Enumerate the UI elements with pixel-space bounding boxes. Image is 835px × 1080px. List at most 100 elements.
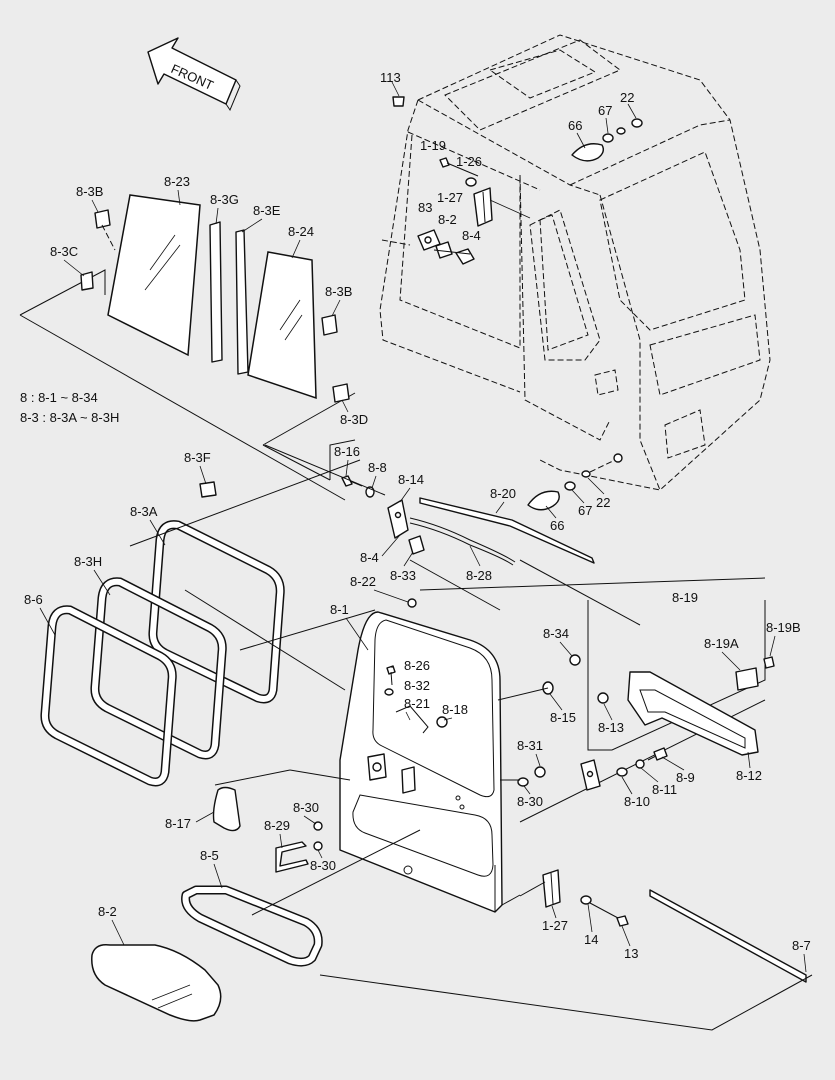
callout-8-20: 8-20 xyxy=(490,486,516,501)
part-8-19-plate xyxy=(580,759,601,791)
part-8-17-cover xyxy=(212,786,241,832)
part-14-washer xyxy=(580,895,592,905)
part-8-33-link xyxy=(408,535,425,555)
part-8-3H-frame xyxy=(90,577,227,760)
callout-8-2: 8-2 xyxy=(98,904,117,919)
callout-8-29: 8-29 xyxy=(264,818,290,833)
part-8-3D-pad xyxy=(332,383,350,403)
callout-8-7: 8-7 xyxy=(792,938,811,953)
callout-8-18: 8-18 xyxy=(442,702,468,717)
part-8-19B-screw xyxy=(763,656,775,669)
part-66-mirror-lower xyxy=(527,453,623,511)
callout-8-6: 8-6 xyxy=(24,592,43,607)
part-84-bumper xyxy=(433,248,475,265)
callout-8-22: 8-22 xyxy=(350,574,376,589)
callout-8-33: 8-33 xyxy=(390,568,416,583)
callout-84: 8-4 xyxy=(462,228,481,243)
part-8-13-bumper xyxy=(597,692,609,704)
callout-8-3D: 8-3D xyxy=(340,412,368,427)
part-8-3F-block xyxy=(199,481,217,498)
part-1-27-hinge-upper xyxy=(473,187,531,227)
part-66-mirror-upper xyxy=(571,103,643,162)
callout-8-16: 8-16 xyxy=(334,444,360,459)
callout-82: 8-2 xyxy=(438,212,457,227)
callout-8-3B-lower: 8-3B xyxy=(325,284,352,299)
callout-8-11: 8-11 xyxy=(652,782,677,797)
callout-8-15: 8-15 xyxy=(550,710,576,725)
part-8-6-frame xyxy=(40,605,177,787)
part-1-26-washer xyxy=(465,177,477,187)
part-8-30-washer-a xyxy=(517,777,529,787)
part-82-striker xyxy=(435,241,453,259)
part-8-11-washer xyxy=(635,759,645,769)
callout-8-3A: 8-3A xyxy=(130,504,158,519)
front-arrow: FRONT xyxy=(147,37,241,112)
callout-22-upper: 22 xyxy=(620,90,634,105)
part-8-14-latch xyxy=(387,499,409,539)
callout-1-19: 1-19 xyxy=(420,138,446,153)
handle-assembly xyxy=(419,577,775,823)
callout-8-5: 8-5 xyxy=(200,848,219,863)
callout-1-27-upper: 1-27 xyxy=(437,190,463,205)
part-8-3B-clip-lower xyxy=(321,314,338,336)
callout-8-3B-upper: 8-3B xyxy=(76,184,103,199)
callout-8-3G: 8-3G xyxy=(210,192,239,207)
part-1-27-hinge-lower xyxy=(542,869,561,908)
callout-1-27-lower: 1-27 xyxy=(542,918,568,933)
part-8-3G-seal xyxy=(209,221,223,363)
leader-lines xyxy=(39,189,807,973)
part-8-3B-clip-upper xyxy=(94,209,116,251)
callout-8-10: 8-10 xyxy=(624,794,650,809)
callout-8-19: 8-19 xyxy=(672,590,698,605)
callout-8-21: 8-21 xyxy=(404,696,430,711)
callout-8-23: 8-23 xyxy=(164,174,190,189)
callout-8-3C: 8-3C xyxy=(50,244,78,259)
callout-8-9: 8-9 xyxy=(676,770,695,785)
callout-8-26: 8-26 xyxy=(404,658,430,673)
legend-note-1: 8 : 8-1 ~ 8-34 xyxy=(20,390,98,405)
callout-8-30-upper-left: 8-30 xyxy=(293,800,319,815)
part-13-bolt xyxy=(589,902,629,927)
callout-66-lower: 66 xyxy=(550,518,564,533)
callout-labels: 113 66 67 22 1-19 1-26 1-27 83 8-2 8-4 8… xyxy=(24,70,811,961)
callout-8-31: 8-31 xyxy=(517,738,543,753)
part-8-3A-frame xyxy=(148,520,285,704)
callout-1-26-upper: 1-26 xyxy=(456,154,482,169)
upper-left-windows xyxy=(19,194,356,501)
callout-8-1: 8-1 xyxy=(330,602,349,617)
callout-8-8: 8-8 xyxy=(368,460,387,475)
part-8-5-seal xyxy=(181,885,323,967)
callout-8-3E: 8-3E xyxy=(253,203,281,218)
callout-8-3H: 8-3H xyxy=(74,554,102,569)
callout-8-30-lower-left: 8-30 xyxy=(310,858,336,873)
part-8-29-handle xyxy=(275,841,309,873)
callout-8-17: 8-17 xyxy=(165,816,191,831)
callout-13: 13 xyxy=(624,946,638,961)
callout-66-upper: 66 xyxy=(568,118,582,133)
callout-67-lower: 67 xyxy=(578,503,592,518)
part-8-23-glass xyxy=(107,194,201,357)
callout-83: 83 xyxy=(418,200,432,215)
cab-body xyxy=(379,34,771,491)
callout-8-24: 8-24 xyxy=(288,224,314,239)
lower-right-parts xyxy=(319,869,813,1031)
callout-8-13: 8-13 xyxy=(598,720,624,735)
part-8-30-washer-c xyxy=(313,841,323,851)
callout-8-19B: 8-19B xyxy=(766,620,801,635)
callout-8-32: 8-32 xyxy=(404,678,430,693)
part-1-19-bolt xyxy=(439,157,479,177)
part-8-34-bolt xyxy=(569,654,581,666)
part-8-10-washer xyxy=(616,767,628,777)
part-8-22-plug xyxy=(407,598,417,608)
part-8-3C-clip xyxy=(80,271,94,291)
callout-8-14: 8-14 xyxy=(398,472,424,487)
part-8-24-glass xyxy=(247,251,317,400)
callout-8-34: 8-34 xyxy=(543,626,569,641)
legend-note-2: 8-3 : 8-3A ~ 8-3H xyxy=(20,410,119,425)
part-8-18-nut xyxy=(436,716,448,728)
callout-14: 14 xyxy=(584,932,598,947)
top-hardware xyxy=(391,81,643,265)
part-8-1-door xyxy=(339,611,521,913)
part-8-7-seal-strip xyxy=(649,889,807,983)
